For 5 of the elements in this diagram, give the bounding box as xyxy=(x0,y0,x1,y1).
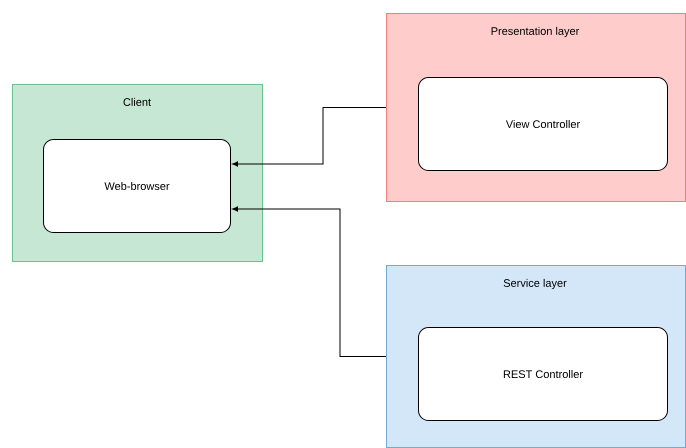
component-box: REST Controller xyxy=(418,327,668,421)
arrow xyxy=(232,206,386,357)
arrow xyxy=(232,107,386,167)
component-box: View Controller xyxy=(418,77,668,171)
component-box: Web-browser xyxy=(43,139,231,233)
